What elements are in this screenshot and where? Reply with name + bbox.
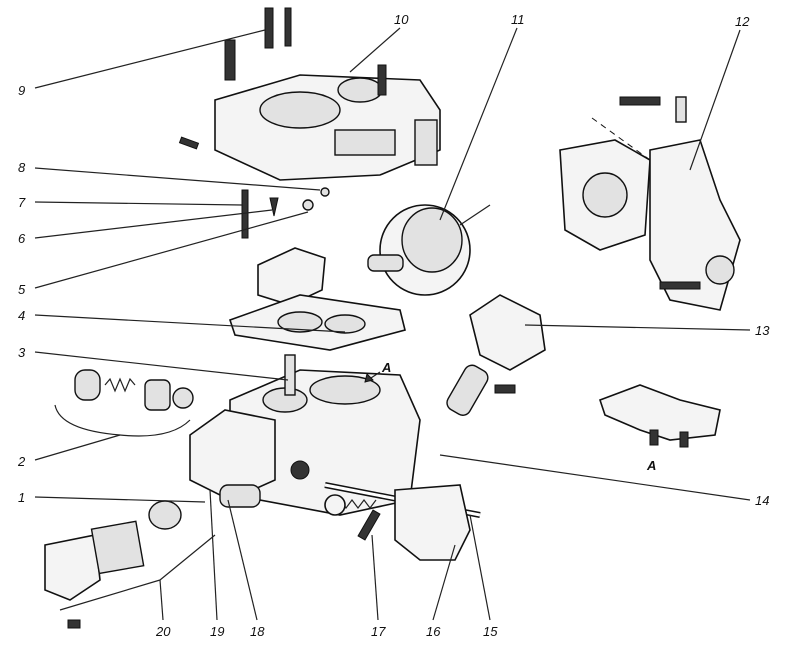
label-9: 9 (18, 83, 25, 98)
label-19: 19 (210, 624, 224, 639)
gasket (228, 294, 406, 351)
label-17: 17 (371, 624, 386, 639)
carburettor-body (189, 354, 421, 516)
float (257, 247, 326, 306)
label-4: 4 (18, 308, 25, 323)
label-18: 18 (250, 624, 265, 639)
label-3: 3 (18, 345, 26, 360)
label-2: 2 (17, 454, 26, 469)
label-8: 8 (18, 160, 26, 175)
label-6: 6 (18, 231, 26, 246)
label-14: 14 (755, 493, 769, 508)
leader-lines (34, 27, 751, 621)
label-13: 13 (755, 323, 770, 338)
label-12: 12 (735, 14, 750, 29)
label-20: 20 (155, 624, 171, 639)
enrichment-valve (54, 369, 194, 437)
throttle-housing (559, 96, 741, 311)
label-11: 11 (511, 12, 525, 27)
label-detail-view-a: A (646, 458, 656, 473)
label-5: 5 (18, 282, 26, 297)
label-16: 16 (426, 624, 441, 639)
vacuum-unit (367, 204, 491, 296)
label-detail-arrow-a: A (381, 360, 391, 375)
needle-valve-parts (241, 187, 330, 239)
pulldown-diaphragm (446, 294, 546, 416)
label-10: 10 (394, 12, 409, 27)
label-7: 7 (18, 195, 26, 210)
label-15: 15 (483, 624, 498, 639)
throttle-shaft (324, 482, 481, 561)
carburettor-cover (178, 7, 441, 181)
label-1: 1 (18, 490, 25, 505)
detail-a-part (598, 384, 721, 448)
